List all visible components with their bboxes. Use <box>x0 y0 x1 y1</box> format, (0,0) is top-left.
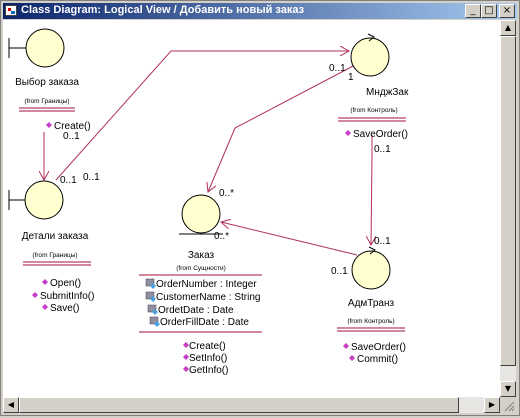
assoc-detali-to-mndzhzak[interactable] <box>55 51 349 181</box>
class-name: Детали заказа <box>22 231 89 242</box>
class-mndzhzak[interactable]: МнджЗак (from Контроль) SaveOrder() <box>338 33 409 140</box>
horizontal-scrollbar[interactable]: ◀ ▶ <box>3 397 500 413</box>
assoc-admtranz-to-zakaz[interactable] <box>221 222 358 256</box>
assoc-mndzhzak-to-zakaz[interactable] <box>208 63 358 192</box>
maximize-button[interactable]: □ <box>481 4 497 18</box>
attribute-icon <box>147 304 158 315</box>
class-package: (from Контроль) <box>347 318 394 325</box>
vertical-scrollbar[interactable]: ▲ ▼ <box>500 20 516 397</box>
multiplicity-label: 0..* <box>219 188 234 199</box>
boundary-icon <box>24 180 64 220</box>
scroll-left-icon[interactable]: ◀ <box>3 397 19 413</box>
class-name: Выбор заказа <box>15 76 79 88</box>
diagram-app-icon <box>5 5 17 16</box>
multiplicity-label: 1 <box>348 72 354 83</box>
attribute: OrderNumber : Integer <box>156 279 257 290</box>
attribute-icon <box>149 316 160 327</box>
multiplicity-label: 0..1 <box>374 236 391 247</box>
operation-icon <box>183 366 189 372</box>
window-title: Class Diagram: Logical View / Добавить н… <box>21 4 305 16</box>
operation-icon <box>345 130 351 136</box>
close-button[interactable]: × <box>499 4 515 18</box>
minimize-button[interactable]: _ <box>465 4 481 18</box>
class-admtranz[interactable]: АдмТранз (from Контроль) SaveOrder() Com… <box>337 246 406 365</box>
class-zakaz[interactable]: Заказ (from Сущности) OrderNumber : Inte… <box>139 194 262 376</box>
operation-icon <box>42 304 48 310</box>
class-package: (from Контроль) <box>350 107 397 114</box>
multiplicity-label: 0..1 <box>374 144 391 155</box>
attribute: CustomerName : String <box>156 292 260 303</box>
operation-icon <box>183 354 189 360</box>
vertical-scroll-thumb[interactable] <box>500 36 516 366</box>
operation: Open() <box>50 278 81 289</box>
entity-icon <box>181 194 221 234</box>
operation: Commit() <box>357 354 398 365</box>
attribute: OrdetDate : Date <box>158 305 234 316</box>
horizontal-scroll-thumb[interactable] <box>19 397 459 413</box>
class-name: МнджЗак <box>366 87 409 98</box>
diagram-canvas[interactable]: Выбор заказа (from Границы) Create() Дет… <box>3 20 500 397</box>
multiplicity-label: 0..1 <box>83 172 100 183</box>
class-detali-zakaza[interactable]: Детали заказа (from Границы) Open() Subm… <box>8 180 94 314</box>
operation: SubmitInfo() <box>40 291 94 302</box>
operation-icon <box>349 355 355 361</box>
multiplicity-label: 0..* <box>214 231 229 242</box>
class-package: (from Границы) <box>32 252 77 259</box>
multiplicity-label: 0..1 <box>329 63 346 74</box>
attribute: OrderFillDate : Date <box>160 317 249 328</box>
title-bar[interactable]: Class Diagram: Logical View / Добавить н… <box>3 3 517 19</box>
scroll-right-icon[interactable]: ▶ <box>484 397 500 413</box>
control-arrow <box>367 33 375 42</box>
multiplicity-label: 0..1 <box>63 131 80 142</box>
scroll-up-icon[interactable]: ▲ <box>500 20 516 36</box>
scroll-down-icon[interactable]: ▼ <box>500 381 516 397</box>
operation-icon <box>42 279 48 285</box>
boundary-icon <box>25 28 65 68</box>
operation: Create() <box>189 341 226 352</box>
multiplicity-label: 0..1 <box>60 175 77 186</box>
class-package: (from Сущности) <box>176 265 226 272</box>
class-vybor-zakaza[interactable]: Выбор заказа (from Границы) Create() <box>8 28 91 132</box>
control-icon <box>350 37 390 77</box>
attribute-icon <box>145 278 156 289</box>
operation: SaveOrder() <box>353 129 408 140</box>
control-icon <box>351 250 391 290</box>
class-package: (from Границы) <box>24 98 69 105</box>
operation-icon <box>183 342 189 348</box>
operation-icon <box>32 292 38 298</box>
operation-icon <box>46 122 52 128</box>
resize-grip-icon[interactable] <box>500 397 516 413</box>
operation: GetInfo() <box>189 365 228 376</box>
operation: Save() <box>50 303 79 314</box>
multiplicity-label: 0..1 <box>331 266 348 277</box>
associations <box>44 51 372 256</box>
class-name: Заказ <box>188 250 215 261</box>
assoc-mndzhzak-to-admtranz[interactable] <box>371 135 372 245</box>
operation: Create() <box>54 121 91 132</box>
class-name: АдмТранз <box>348 298 395 309</box>
attribute-icon <box>145 291 156 302</box>
operation-icon <box>343 343 349 349</box>
operation: SetInfo() <box>189 353 227 364</box>
multiplicity-labels: 0..1 0..1 0..1 0..1 1 0..1 0..* 0..* 0..… <box>60 63 391 277</box>
operation: SaveOrder() <box>351 342 406 353</box>
control-arrow <box>368 246 376 255</box>
